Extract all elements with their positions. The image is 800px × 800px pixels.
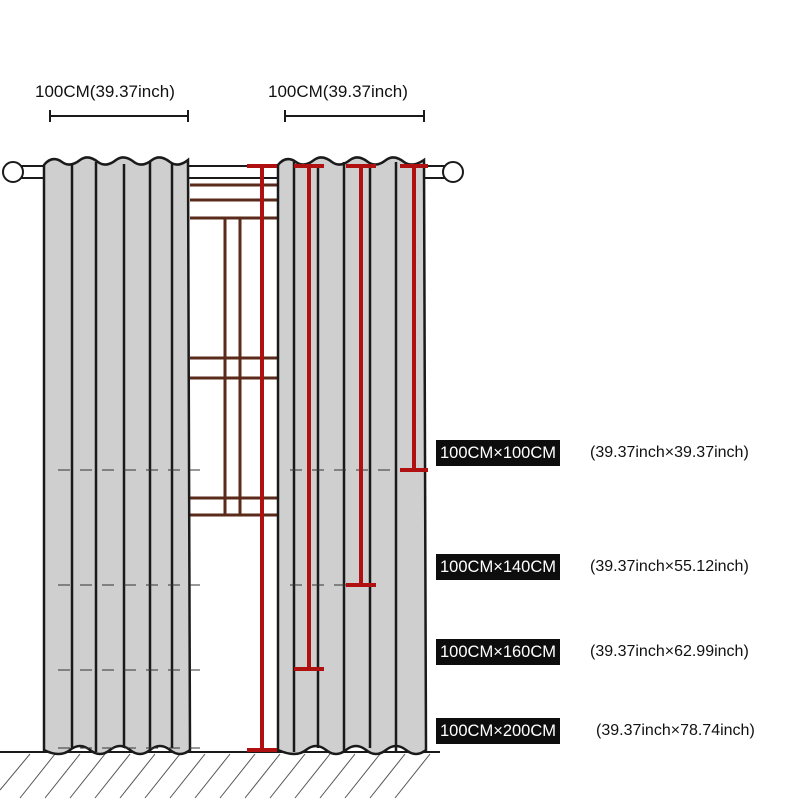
measure-160cm — [294, 164, 324, 671]
size-tag-100x140-inch: (39.37inch×55.12inch) — [590, 558, 749, 575]
left-panel-width-label: 100CM(39.37inch) — [35, 82, 175, 101]
size-tag-100x200-inch: (39.37inch×78.74inch) — [596, 722, 755, 739]
measure-100cm — [400, 164, 428, 472]
right-panel-width-label: 100CM(39.37inch) — [268, 82, 408, 101]
size-tag-100x140-cm: 100CM×140CM — [436, 554, 561, 580]
size-tag-100x160-cm: 100CM×160CM — [436, 639, 561, 665]
size-tag-100x100-inch: (39.37inch×39.37inch) — [590, 444, 749, 461]
measure-140cm — [346, 164, 376, 587]
height-measures — [247, 164, 428, 752]
measure-200cm — [247, 164, 277, 752]
window-frame — [190, 183, 290, 517]
left-curtain-panel — [42, 156, 192, 756]
size-tag-100x100-cm: 100CM×100CM — [436, 440, 561, 466]
size-tag-100x200-cm: 100CM×200CM — [436, 718, 561, 744]
size-tag-100x160-inch: (39.37inch×62.99inch) — [590, 643, 749, 660]
floor — [0, 751, 440, 799]
right-curtain-panel — [276, 156, 428, 756]
width-measures — [49, 110, 425, 122]
height-guides — [58, 469, 410, 749]
